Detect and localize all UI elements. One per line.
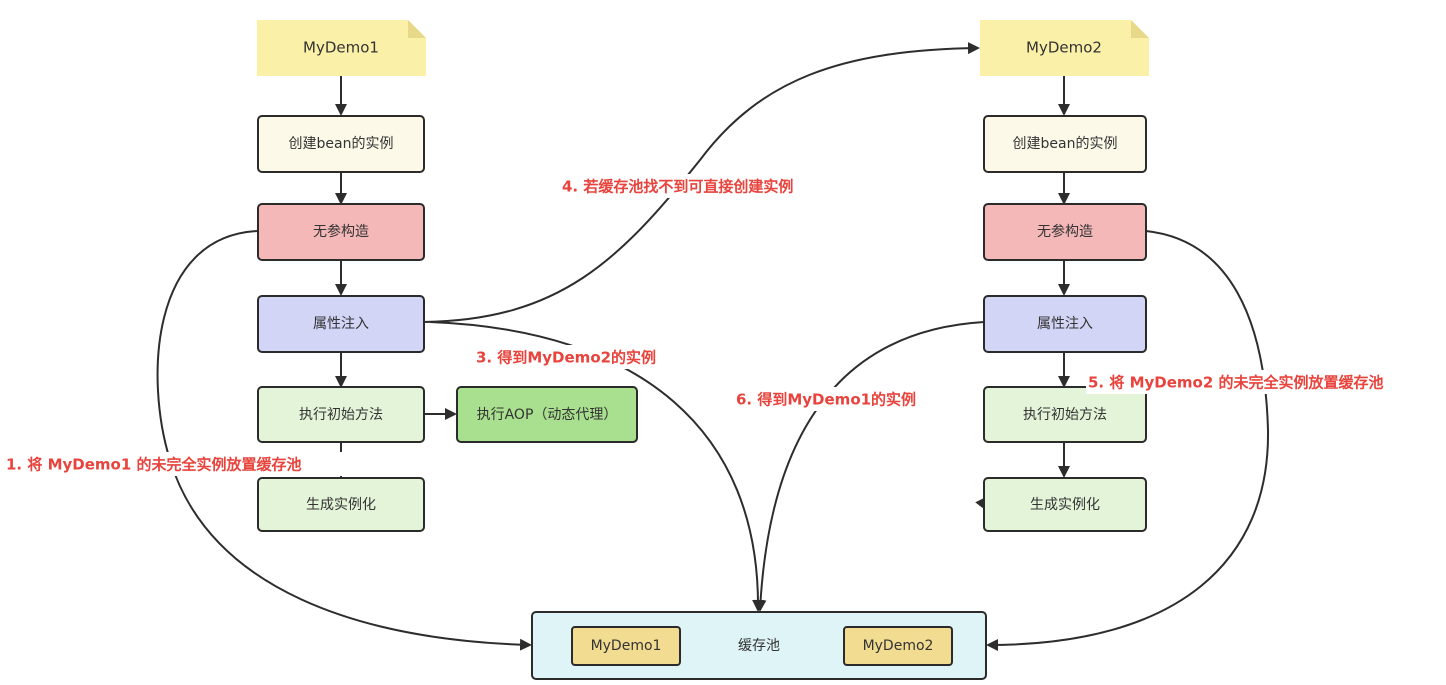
left-inject-label: 属性注入 (313, 316, 369, 332)
cache-pool-item-mydemo1-box (571, 626, 681, 666)
left-aop-node: 执行AOP（动态代理） (456, 386, 638, 443)
cache-pool-item-mydemo2: MyDemo2 (863, 638, 934, 654)
right-note-shape (980, 20, 1149, 76)
left-generate-box (257, 477, 425, 532)
edge-step3-inject-to-pool (429, 321, 765, 612)
right-inject-box (983, 295, 1147, 353)
left-note-mydemo1: MyDemo1 (257, 20, 426, 76)
annotation-step6: 6. 得到MyDemo1的实例 (736, 391, 916, 409)
right-generate-node: 生成实例化 (983, 477, 1147, 532)
left-noarg-box (257, 203, 425, 261)
left-create-box (257, 115, 425, 173)
annotation-step4-bg (560, 174, 842, 198)
right-create-box (983, 115, 1147, 173)
cache-pool-item-mydemo1: MyDemo1 (591, 638, 662, 654)
left-generate-label: 生成实例化 (306, 497, 376, 513)
right-inject-label: 属性注入 (1037, 316, 1093, 332)
left-noarg-node: 无参构造 (257, 203, 425, 261)
cache-pool-label: 缓存池 (738, 638, 780, 654)
annotation-step1-bg (4, 452, 360, 476)
right-create-node: 创建bean的实例 (983, 115, 1147, 173)
annotation-step6-bg (734, 387, 950, 411)
annotation-step1: 1. 将 MyDemo1 的未完全实例放置缓存池 (6, 456, 302, 474)
right-inject-node: 属性注入 (983, 295, 1147, 353)
edge-step6-inject-to-pool (754, 321, 985, 612)
annotation-step3: 3. 得到MyDemo2的实例 (476, 349, 656, 367)
right-generate-label: 生成实例化 (1030, 497, 1100, 513)
left-note-shape (257, 20, 426, 76)
left-noarg-label: 无参构造 (313, 223, 369, 240)
cache-pool-item-mydemo2-box (843, 626, 953, 666)
annotation-step4: 4. 若缓存池找不到可直接创建实例 (562, 178, 793, 196)
annotation-step5-bg (1086, 370, 1442, 394)
right-noarg-box (983, 203, 1147, 261)
right-note-label: MyDemo2 (1026, 39, 1102, 57)
left-inject-box (257, 295, 425, 353)
cache-pool: 缓存池 MyDemo1 MyDemo2 (531, 611, 987, 680)
right-init-node: 执行初始方法 (983, 386, 1147, 443)
left-init-box (257, 386, 425, 443)
left-aop-box (456, 386, 638, 443)
left-note-label: MyDemo1 (303, 39, 379, 57)
left-init-label: 执行初始方法 (299, 406, 383, 423)
left-generate-node: 生成实例化 (257, 477, 425, 532)
left-inject-node: 属性注入 (257, 295, 425, 353)
left-create-node: 创建bean的实例 (257, 115, 425, 173)
right-init-label: 执行初始方法 (1023, 406, 1107, 423)
left-aop-label: 执行AOP（动态代理） (477, 407, 618, 423)
annotation-step3-bg (474, 345, 686, 369)
right-init-box (983, 386, 1147, 443)
annotation-step5: 5. 将 MyDemo2 的未完全实例放置缓存池 (1088, 374, 1384, 392)
left-create-label: 创建bean的实例 (289, 136, 394, 152)
right-generate-box (983, 477, 1147, 532)
right-note-fold (1131, 20, 1149, 38)
right-note-mydemo2: MyDemo2 (980, 20, 1149, 76)
edge-step4-inject-to-mydemo2 (423, 42, 980, 323)
right-create-label: 创建bean的实例 (1013, 136, 1118, 152)
right-noarg-node: 无参构造 (983, 203, 1147, 261)
right-noarg-label: 无参构造 (1037, 223, 1093, 240)
left-note-fold (408, 20, 426, 38)
edge-step5-noarg-to-pool (986, 230, 1270, 651)
left-init-node: 执行初始方法 (257, 386, 425, 443)
